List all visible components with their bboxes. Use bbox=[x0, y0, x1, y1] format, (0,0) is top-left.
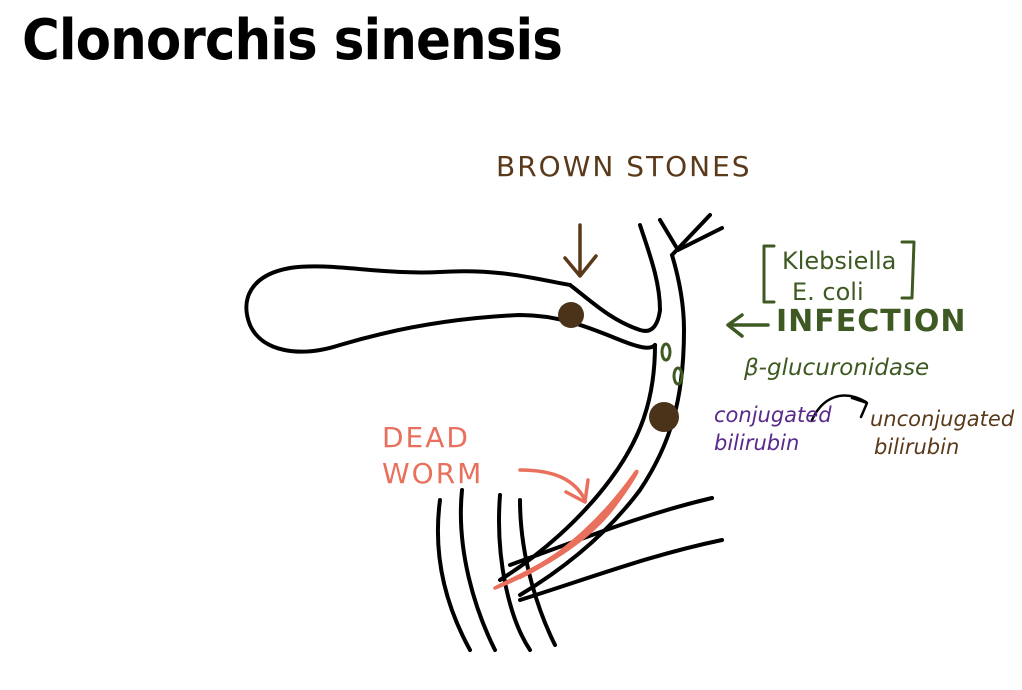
infection-label: INFECTION bbox=[776, 304, 967, 339]
bracket-right-icon bbox=[900, 240, 916, 300]
bacteria-ecoli: E. coli bbox=[792, 278, 864, 306]
gallbladder-outline bbox=[244, 264, 657, 354]
worm-egg-mark bbox=[672, 366, 684, 386]
unconjugated-bilirubin-label: unconjugated bilirubin bbox=[870, 405, 1014, 461]
pancreatic-duct-lower bbox=[518, 538, 724, 602]
brown-stone bbox=[558, 302, 584, 328]
duodenum-line-4 bbox=[518, 498, 557, 647]
bacteria-klebsiella: Klebsiella bbox=[782, 247, 897, 275]
dead-worm-label-line2: WORM bbox=[382, 457, 484, 490]
enzyme-label: β-glucuronidase bbox=[744, 355, 930, 381]
conjugated-bilirubin-label: conjugated bilirubin bbox=[714, 401, 832, 457]
unconjugated-line2: bilirubin bbox=[874, 435, 960, 459]
bracket-left-icon bbox=[762, 244, 776, 304]
duodenum-line-3 bbox=[497, 493, 532, 652]
cystic-duct-upper bbox=[568, 283, 662, 333]
dead-worm-label-line1: DEAD bbox=[382, 421, 470, 454]
conjugated-line1: conjugated bbox=[714, 403, 832, 427]
curved-arrow-icon bbox=[518, 468, 590, 504]
unconjugated-line1: unconjugated bbox=[870, 407, 1015, 431]
hepatic-duct-right-wall bbox=[669, 213, 712, 332]
left-arrow-icon bbox=[726, 313, 770, 338]
duodenum-line-1 bbox=[435, 498, 472, 652]
hepatic-duct-left-wall bbox=[638, 223, 662, 312]
dead-worm-inner-line bbox=[518, 488, 627, 580]
brown-stones-label: BROWN STONES bbox=[496, 150, 752, 183]
worm-egg-mark bbox=[660, 342, 672, 362]
bacteria-list: Klebsiella E. coli bbox=[782, 246, 896, 308]
duodenum-line-2 bbox=[458, 488, 497, 652]
pancreatic-duct-upper bbox=[508, 496, 714, 567]
down-arrow-icon bbox=[563, 223, 598, 278]
brown-stone bbox=[649, 402, 679, 432]
hepatic-branch-right bbox=[658, 218, 724, 252]
common-bile-duct-right-wall bbox=[518, 328, 686, 597]
conjugated-line2: bilirubin bbox=[714, 431, 800, 455]
page-title: Clonorchis sinensis bbox=[22, 8, 563, 73]
dead-worm-label: DEAD WORM bbox=[382, 420, 483, 492]
conversion-arrow-icon bbox=[810, 394, 869, 422]
